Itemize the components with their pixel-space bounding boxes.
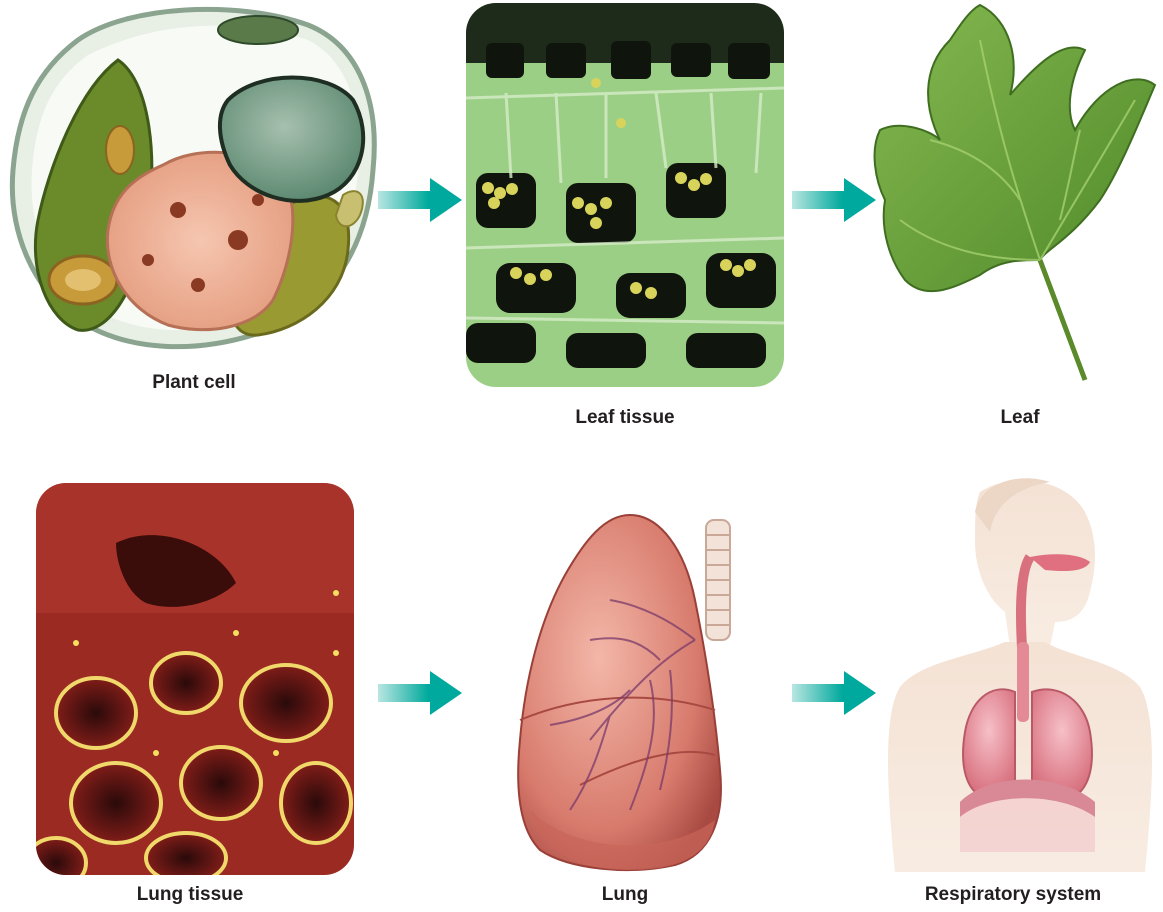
stage-label-lung-tissue: Lung tissue xyxy=(40,884,340,906)
stage-label-plant-cell: Plant cell xyxy=(44,372,344,394)
leaf-tissue-image xyxy=(466,3,784,387)
lung-tissue-image xyxy=(36,483,354,875)
arrow-right-icon xyxy=(378,671,462,715)
lung-image xyxy=(510,510,750,875)
plant-cell-image xyxy=(8,0,380,360)
arrow-right-icon xyxy=(378,178,462,222)
stage-label-respiratory-system: Respiratory system xyxy=(863,884,1163,906)
leaf-image xyxy=(870,0,1160,385)
stage-label-lung: Lung xyxy=(475,884,775,906)
arrow-right-icon xyxy=(792,178,876,222)
respiratory-system-image xyxy=(880,472,1160,872)
stage-label-leaf-tissue: Leaf tissue xyxy=(475,407,775,429)
arrow-right-icon xyxy=(792,671,876,715)
stage-label-leaf: Leaf xyxy=(870,407,1163,429)
